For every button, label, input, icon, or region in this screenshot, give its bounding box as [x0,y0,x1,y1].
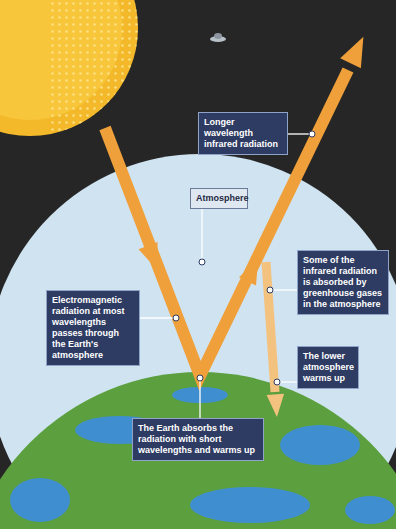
sun [0,0,150,140]
arrow-head [267,394,285,417]
leader-line [140,317,173,318]
leader-dot [267,287,273,293]
callout-text: The Earth absorbs the radiation with sho… [138,423,258,456]
callout-text: Some of the infrared radiation is absorb… [303,255,383,310]
leader-line [199,381,200,418]
leader-line [273,289,297,290]
arrow-head [139,242,158,270]
leader-dot [197,375,203,381]
callout-text: Atmosphere [196,193,242,204]
radiation-arrows [105,37,363,417]
leader-line [280,381,297,382]
callout-box: Some of the infrared radiation is absorb… [297,250,389,315]
label-box: Atmosphere [190,188,248,209]
leader-line [288,133,309,134]
leader-dot [309,131,315,137]
leader-dot [274,379,280,385]
arrow-head [340,37,363,69]
callout-box: Longer wavelength infrared radiation [198,112,288,155]
leader-dot [173,315,179,321]
callout-box: Electromagnetic radiation at most wavele… [46,290,140,366]
absorbed-ir-arrow [266,262,275,392]
callout-text: The lower atmosphere warms up [303,351,353,384]
radiation-path-arrow [105,70,348,376]
callout-text: Longer wavelength infrared radiation [204,117,282,150]
callout-box: The lower atmosphere warms up [297,346,359,389]
ufo [210,33,226,42]
leader-line [201,209,202,259]
leader-dot [199,259,205,265]
callout-box: The Earth absorbs the radiation with sho… [132,418,264,461]
earth [0,372,396,529]
oceans [10,387,395,524]
callout-text: Electromagnetic radiation at most wavele… [52,295,134,361]
arrow-head [239,259,258,285]
